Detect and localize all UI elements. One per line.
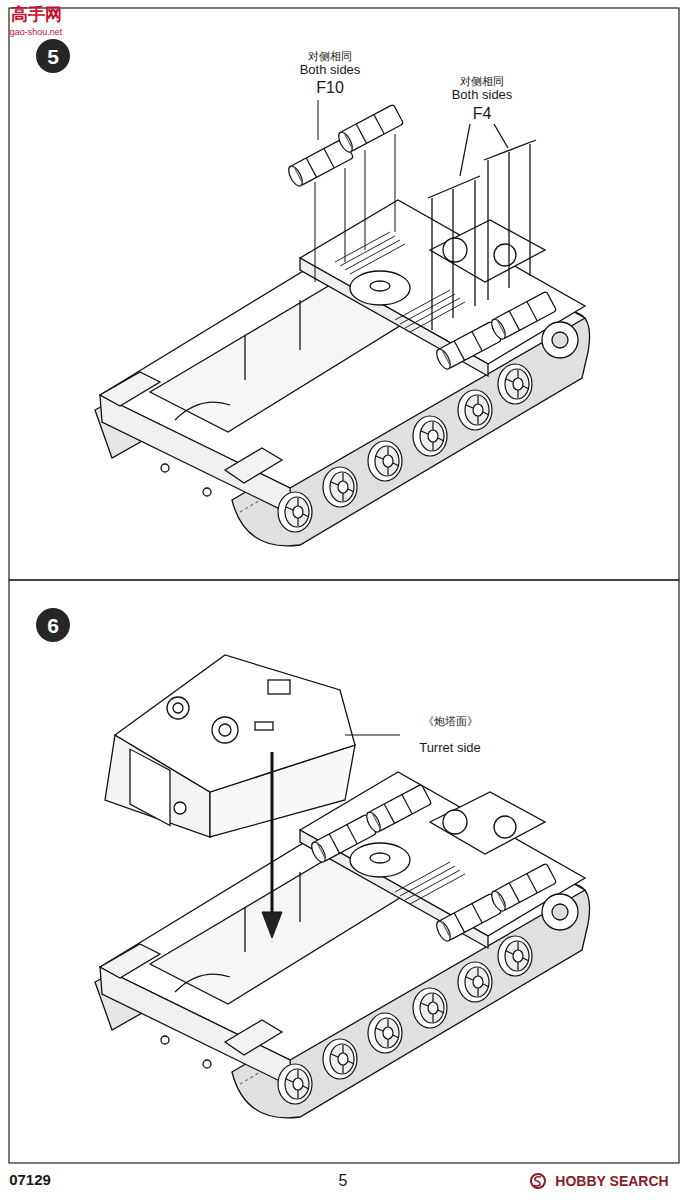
part-f4 (494, 124, 508, 148)
turret (130, 749, 170, 825)
turret (174, 802, 186, 814)
step-number-text: 6 (47, 615, 59, 636)
part-f4 (484, 140, 536, 160)
part-label: Turret side (419, 741, 481, 756)
part-label: F10 (316, 79, 344, 97)
step-panel (9, 8, 679, 580)
assembly-arrow (262, 752, 282, 938)
turret (268, 680, 290, 694)
watermark: 高手网 (11, 5, 62, 25)
part-f4 (428, 176, 480, 198)
step-panel (9, 580, 679, 1163)
part-f4 (460, 124, 470, 176)
part-f4 (452, 189, 453, 318)
leader-line (345, 735, 400, 736)
part-label: F4 (473, 105, 492, 123)
turret (167, 697, 189, 719)
tank-hull (95, 200, 590, 546)
part-f4 (529, 144, 530, 276)
step-number: 6 (36, 608, 70, 642)
part-label: 对侧相同 (308, 50, 352, 63)
part-f10 (318, 100, 319, 140)
assembly-arrow (271, 752, 274, 915)
part-f4 (428, 124, 536, 330)
turret (219, 724, 231, 736)
part-f10 (286, 100, 404, 282)
part-label: Both sides (300, 63, 361, 78)
part-f4 (474, 180, 475, 306)
part-f10 (345, 168, 346, 262)
footer-text: 5 (339, 1172, 348, 1190)
turret (212, 717, 238, 743)
tank-hull (309, 814, 377, 864)
part-f10 (315, 182, 316, 282)
part-f4 (487, 160, 488, 300)
part-label: Both sides (452, 88, 513, 103)
footer-text: 07129 (9, 1171, 51, 1188)
part-label: 《炮塔面》 (423, 715, 478, 728)
part-f10 (365, 150, 366, 250)
part-f4 (508, 152, 509, 288)
tank-hull (364, 784, 432, 834)
logo-mark (534, 1177, 541, 1186)
turret (255, 722, 273, 730)
turret (105, 655, 355, 837)
logo-mark (531, 1174, 545, 1188)
part-f10 (395, 134, 396, 232)
footer-text: HOBBY SEARCH (555, 1173, 668, 1189)
part-f10 (336, 104, 404, 154)
turret (173, 703, 183, 713)
step-number: 5 (36, 39, 70, 73)
assembly-arrow (262, 912, 282, 938)
watermark: gao-shou.net (10, 27, 63, 37)
part-f4 (431, 198, 432, 330)
step-number-text: 5 (47, 46, 59, 67)
part-label: 对侧相同 (460, 75, 504, 88)
